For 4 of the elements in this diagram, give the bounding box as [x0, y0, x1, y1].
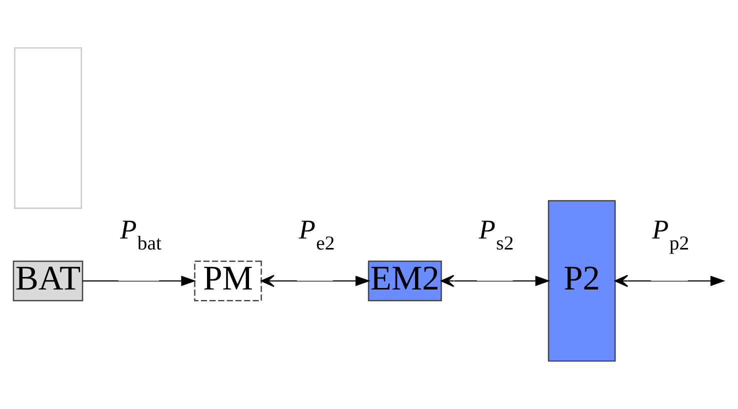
edge-label: P$_{e2}$	[298, 214, 335, 255]
edge-label: P$_{bat}$	[120, 214, 162, 255]
edge-label: P$_{s2}$	[478, 214, 514, 255]
edge-label: P$_{p2}$	[652, 214, 690, 255]
